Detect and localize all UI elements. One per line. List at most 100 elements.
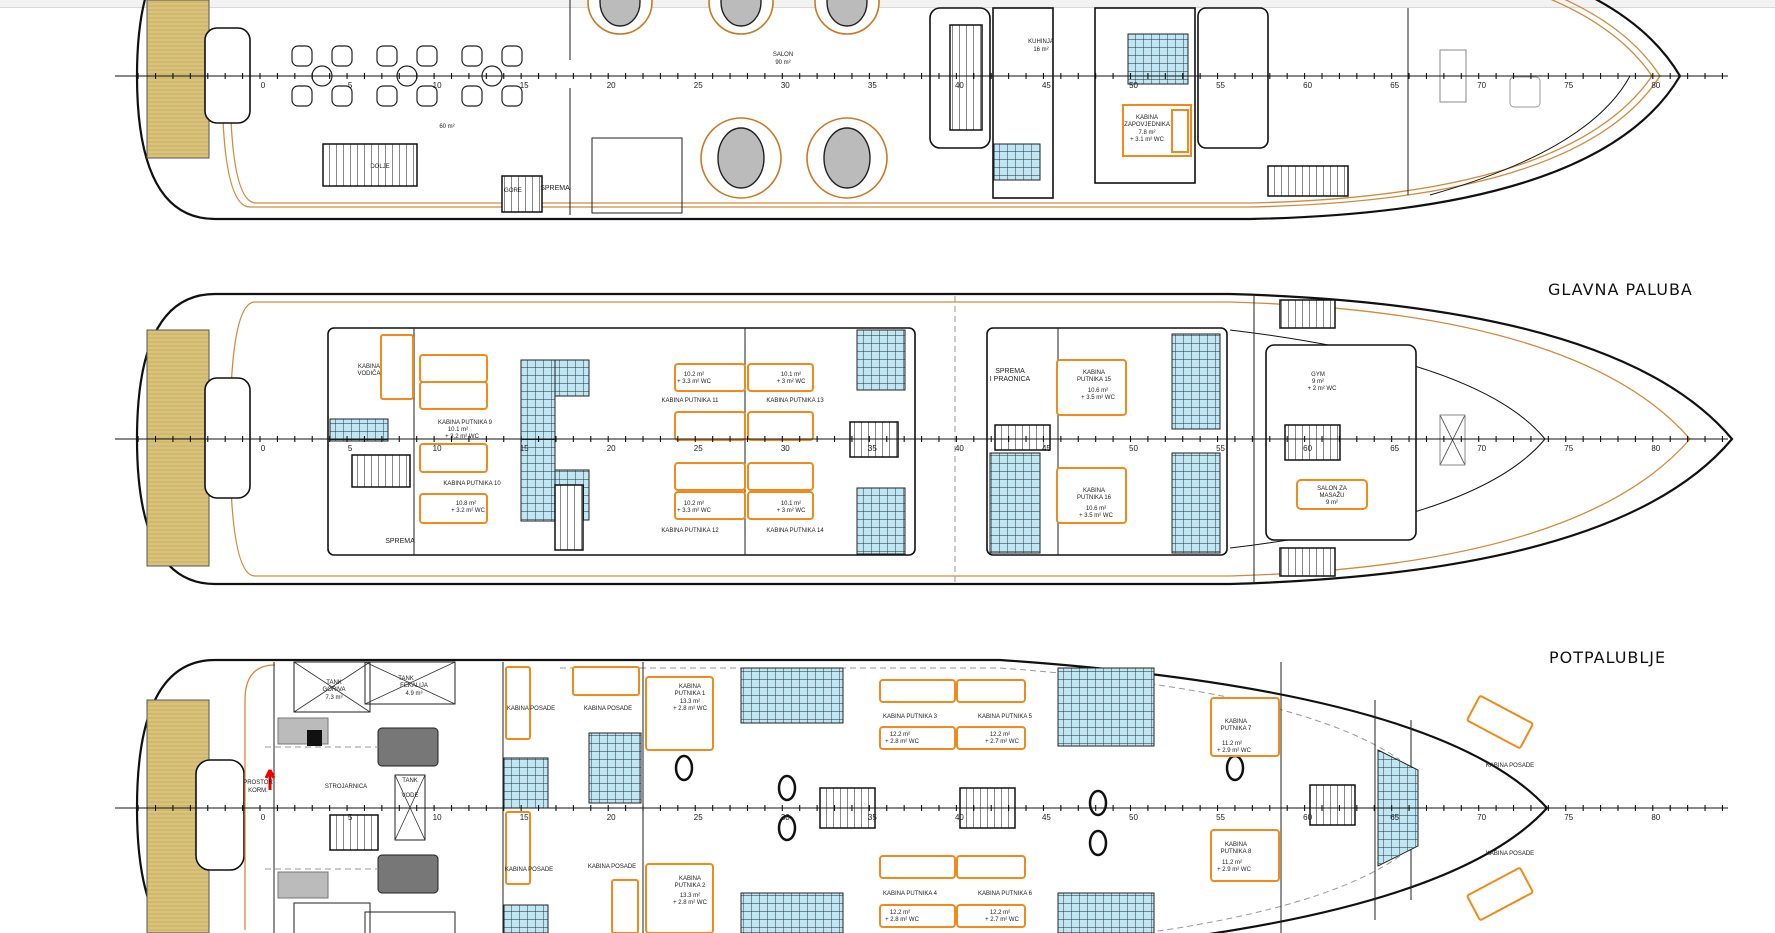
room-kitchen: KUHINJA — [1028, 39, 1054, 45]
room-label: SALON ZA — [1317, 486, 1347, 492]
room-area: + 2.8 m² WC — [885, 917, 920, 923]
room-area: + 3.5 m² WC — [1079, 513, 1114, 519]
room-label: KABINA POSADE — [1486, 763, 1534, 769]
room-label: ZAPOVJEDNIKA — [1124, 122, 1170, 128]
frame-label: 30 — [781, 813, 790, 822]
frame-label: 55 — [1216, 81, 1225, 90]
tank-volume: 7.3 m³ — [325, 695, 342, 701]
frame-label: 45 — [1042, 81, 1051, 90]
room-engine: STROJARNICA — [325, 784, 367, 790]
stairs-down — [322, 143, 418, 187]
frame-label: 30 — [781, 81, 790, 90]
room-area: 10.6 m² — [1086, 506, 1106, 512]
tank-label: GORIVA — [323, 687, 346, 693]
frame-label: 45 — [1042, 444, 1051, 453]
room-area: + 2.8 m² WC — [885, 739, 920, 745]
sewage-tank — [364, 661, 456, 705]
frame-label: 80 — [1651, 444, 1660, 453]
generator — [277, 871, 329, 899]
room-label: KABINA — [358, 364, 380, 370]
frame-label: 20 — [607, 444, 616, 453]
room-label: PUTNIKA 15 — [1077, 377, 1112, 383]
room-area: 13.3 m² — [680, 699, 700, 705]
room-area: + 2.8 m² WC — [673, 706, 708, 712]
upper-deck-hull — [135, 0, 1682, 221]
tank-volume: 4.9 m³ — [405, 691, 422, 697]
frame-label: 10 — [433, 81, 442, 90]
room-area: 11.2 m² — [1222, 860, 1242, 866]
room-salon: SALON — [773, 52, 793, 58]
room-gym: GYM — [1311, 372, 1325, 378]
passenger-cabin-1 — [645, 676, 714, 751]
room-area: 13.3 m² — [680, 893, 700, 899]
frame-label: 50 — [1129, 813, 1138, 822]
frame-label: 80 — [1651, 813, 1660, 822]
room-label: PUTNIKA 16 — [1077, 495, 1112, 501]
frame-label: 75 — [1564, 444, 1573, 453]
frame-label: 60 — [1303, 81, 1312, 90]
frame-label: 25 — [694, 813, 703, 822]
room-label: KABINA POSADE — [507, 706, 555, 712]
frame-label: 75 — [1564, 81, 1573, 90]
room-area: + 2.9 m² WC — [1217, 867, 1252, 873]
frame-label: 20 — [607, 81, 616, 90]
frame-label: 50 — [1129, 444, 1138, 453]
room-label: KABINA — [679, 684, 701, 690]
room-area: 60 m² — [439, 124, 454, 130]
room-area: 10.2 m² — [684, 372, 704, 378]
room-label: KABINA PUTNIKA 6 — [978, 891, 1033, 897]
crew-bathroom — [993, 143, 1041, 181]
room-area: 12.2 m² — [990, 732, 1010, 738]
room-label: KABINA PUTNIKA 5 — [978, 714, 1033, 720]
frame-label: 40 — [955, 81, 964, 90]
frame-label: 35 — [868, 813, 877, 822]
room-area: 9 m² — [1312, 379, 1324, 385]
room-label: VODIČA — [357, 370, 380, 377]
room-storage: SPREMA — [540, 185, 570, 192]
frame-label: 0 — [261, 81, 266, 90]
room-area: 10.6 m² — [1088, 388, 1108, 394]
room-label: KABINA POSADE — [584, 706, 632, 712]
stairs-label: GORE — [504, 188, 522, 194]
frame-label: 70 — [1477, 81, 1486, 90]
frame-label: 5 — [348, 81, 353, 90]
room-label: KABINA — [1225, 719, 1247, 725]
fuel-tank — [293, 661, 371, 713]
room-label: KABINA POSADE — [1486, 851, 1534, 857]
main-deck: KABINA VODIČA KABINA PUTNIKA 9 10.1 m² +… — [135, 280, 1734, 586]
room-area: 11.2 m² — [1222, 741, 1242, 747]
frame-label: 20 — [607, 813, 616, 822]
room-label: KABINA PUTNIKA 12 — [661, 528, 719, 534]
deck-title-lower: POTPALUBLJE — [1549, 648, 1666, 667]
frame-label: 15 — [520, 81, 529, 90]
room-label: SPREMA — [995, 368, 1025, 375]
room-area: + 2.7 m² WC — [985, 739, 1020, 745]
frame-label: 10 — [433, 813, 442, 822]
frame-label: 5 — [348, 813, 353, 822]
passenger-cabin-8 — [1210, 829, 1280, 882]
viewer-top-bar — [0, 0, 1775, 8]
room-label: KABINA PUTNIKA 10 — [443, 481, 501, 487]
room-area: + 2.9 m² WC — [1217, 748, 1252, 754]
frame-label: 0 — [261, 444, 266, 453]
frame-label: 65 — [1390, 813, 1399, 822]
frame-label: 80 — [1651, 81, 1660, 90]
room-label: PROSTOR — [243, 780, 273, 786]
room-label: KABINA — [1083, 488, 1105, 494]
lower-deck: TANK GORIVA 7.3 m³ TANK FEKALIJA 4.9 m³ … — [135, 648, 1666, 933]
hatch — [307, 730, 322, 746]
room-storage: SPREMA — [385, 538, 415, 545]
frame-label: 45 — [1042, 813, 1051, 822]
passenger-cabin-2 — [645, 863, 714, 933]
frame-label: 25 — [694, 81, 703, 90]
tank-label: TANK — [402, 778, 418, 784]
frame-label: 55 — [1216, 444, 1225, 453]
frame-label: 40 — [955, 444, 964, 453]
main-superstructure-aft — [327, 327, 916, 556]
tank-label: TANK — [326, 680, 342, 686]
deck-title-main: GLAVNA PALUBA — [1548, 280, 1693, 299]
room-area: 10.8 m² — [456, 501, 476, 507]
frame-label: 50 — [1129, 81, 1138, 90]
room-label: KABINA POSADE — [505, 867, 553, 873]
frame-label: 55 — [1216, 813, 1225, 822]
